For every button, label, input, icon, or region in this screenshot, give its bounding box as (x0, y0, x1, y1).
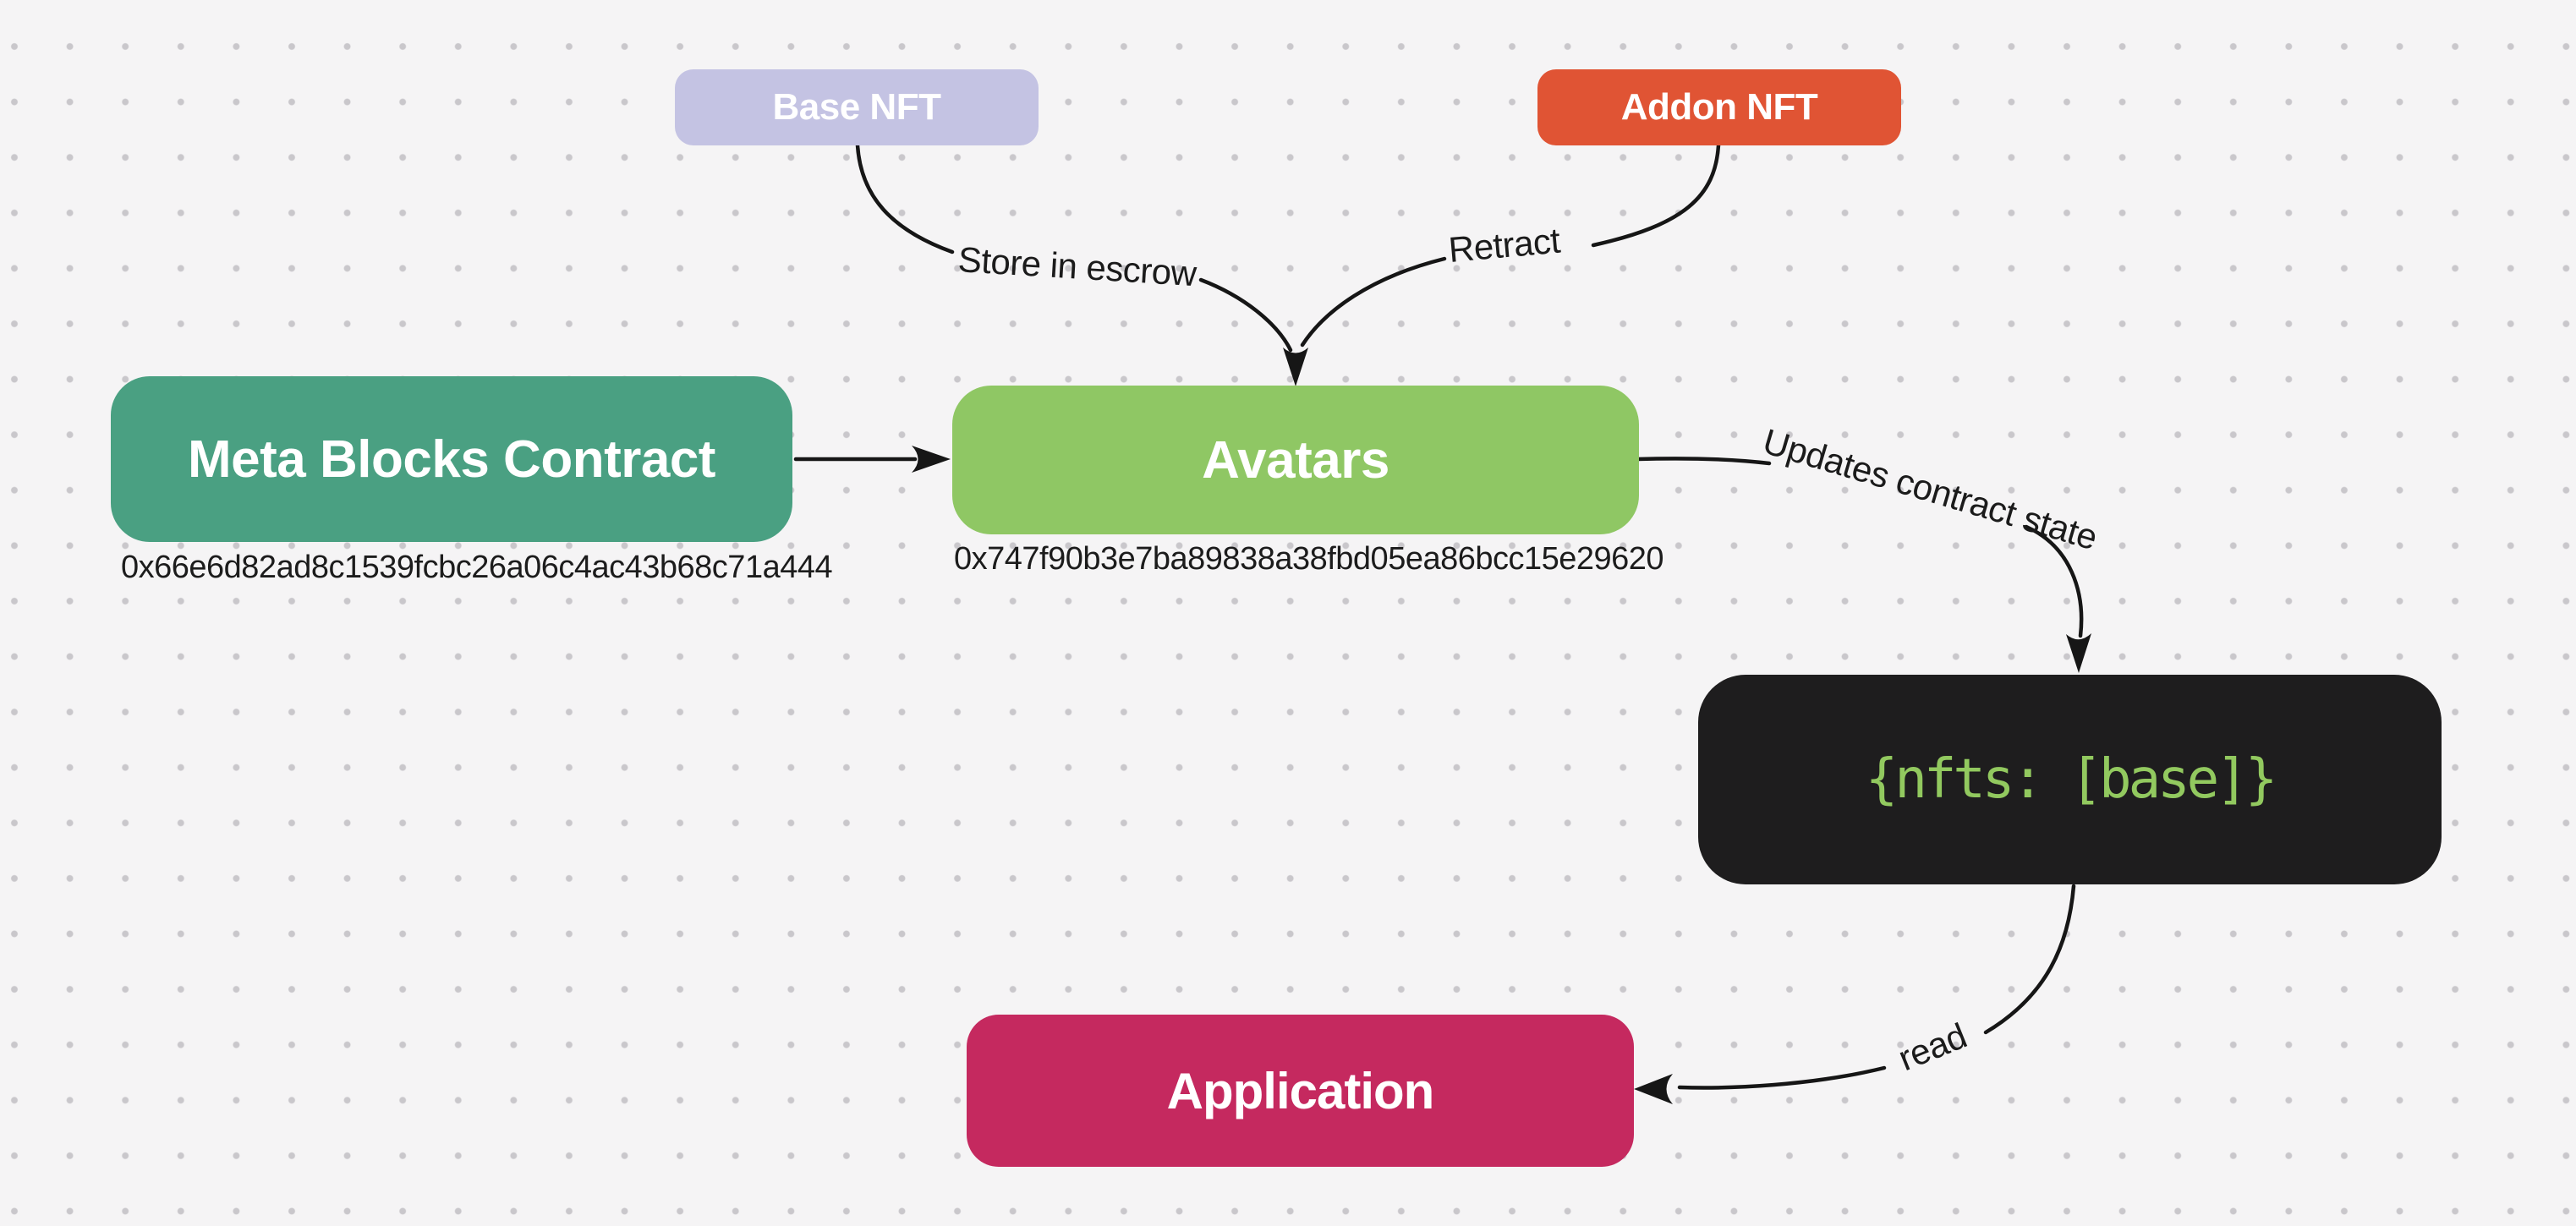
node-application-label: Application (1166, 1062, 1435, 1119)
node-contract-state: {nfts: [base]} (1698, 675, 2442, 884)
node-meta-blocks-contract: Meta Blocks Contract (111, 376, 792, 542)
arrowhead-into-avatars-top (1283, 348, 1308, 386)
edge-read-end (1677, 1065, 1887, 1090)
edge-retract-start (1591, 143, 1721, 248)
node-application: Application (967, 1015, 1634, 1167)
edge-updates-start (1635, 457, 1772, 466)
edge-read-start (1983, 884, 2076, 1035)
node-addon-nft-label: Addon NFT (1620, 86, 1818, 128)
node-avatars: Avatars (952, 386, 1639, 534)
edge-updates-end (2024, 524, 2084, 638)
node-base-nft-label: Base NFT (772, 86, 941, 128)
avatars-address: 0x747f90b3e7ba89838a38fbd05ea86bcc15e296… (954, 541, 1664, 577)
node-contract-state-code: {nfts: [base]} (1865, 748, 2277, 811)
meta-blocks-contract-address: 0x66e6d82ad8c1539fcbc26a06c4ac43b68c71a4… (121, 550, 833, 585)
node-avatars-label: Avatars (1202, 430, 1389, 490)
edge-retract-end (1300, 256, 1447, 348)
edge-store-in-escrow-end (1198, 277, 1293, 353)
edge-store-in-escrow-start (855, 143, 955, 255)
node-addon-nft: Addon NFT (1537, 69, 1901, 145)
node-meta-blocks-contract-label: Meta Blocks Contract (188, 430, 715, 489)
arrowhead-into-state-top (2066, 633, 2091, 673)
arrowhead-into-avatars-left (912, 446, 951, 473)
node-base-nft: Base NFT (675, 69, 1039, 145)
arrowhead-into-application-right (1634, 1074, 1673, 1104)
